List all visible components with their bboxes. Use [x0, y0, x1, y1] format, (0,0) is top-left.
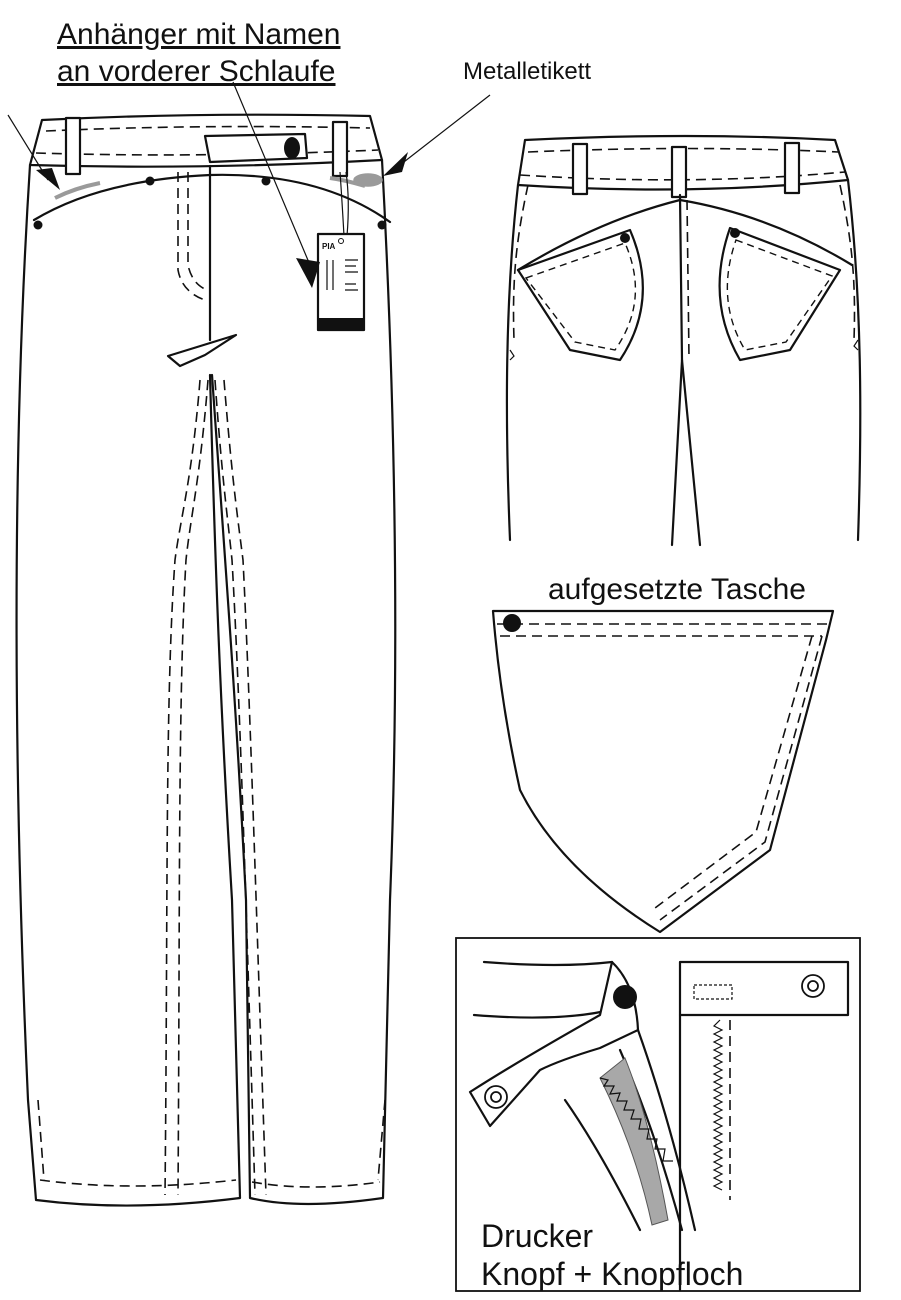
leader-left-arrowhead	[36, 168, 60, 190]
back-center-seam-right	[680, 358, 702, 547]
detail-zigzag	[712, 1019, 724, 1191]
back-side-mark-right	[853, 339, 859, 351]
inseam-stitch-left-2	[177, 379, 209, 1196]
detail-snap-left	[484, 1085, 508, 1109]
back-left-stitch	[512, 184, 529, 341]
detail-box	[455, 937, 861, 1292]
back-side-mark-left	[509, 349, 515, 361]
back-loop-left	[571, 142, 589, 196]
back-center-stitch	[686, 199, 690, 359]
hangtag-string	[339, 171, 345, 237]
metal-label-text: Metalletikett	[463, 58, 592, 85]
detail-label-line2: Knopf + Knopfloch	[481, 1256, 744, 1292]
patch-pocket-stitch-side	[659, 635, 823, 921]
fly-stitch-1	[177, 172, 206, 301]
leader-tag-arrowhead	[296, 258, 320, 288]
back-pocket-left	[516, 228, 644, 362]
belt-loop-left	[64, 116, 82, 176]
detail-band-right	[678, 960, 850, 1017]
patch-pocket-rivet	[503, 614, 521, 632]
back-yoke	[516, 198, 854, 272]
hangtag-string-2	[345, 171, 349, 237]
front-right-leg	[210, 158, 397, 1206]
back-loop-center	[670, 145, 688, 199]
detail-waist-bottom	[472, 1008, 612, 1019]
rivet-4	[377, 220, 387, 230]
hangtag-footer-bar	[318, 318, 364, 330]
back-pocket-right-rivet	[730, 228, 740, 238]
patch-pocket-label: aufgesetzte Tasche	[548, 573, 806, 606]
waistband-button	[284, 137, 300, 159]
inseam-stitch-left	[164, 379, 201, 1196]
front-left-leg	[15, 163, 242, 1207]
back-right-side	[846, 178, 862, 542]
detail-fly-curve-3	[636, 1028, 697, 1232]
rivet-1	[33, 220, 43, 230]
back-right-stitch	[839, 184, 856, 341]
front-pocket-curve	[32, 173, 392, 224]
waistband-stitch-bottom	[35, 149, 379, 156]
detail-zipper-tape	[599, 1057, 669, 1226]
detail-buttonhole	[693, 984, 733, 1000]
back-pocket-left-rivet	[620, 233, 630, 243]
inseam-stitch-right-2	[223, 379, 267, 1196]
back-waistband-stitch-top	[527, 147, 839, 153]
detail-snap-right	[801, 974, 825, 998]
hangtag-mini-jeans	[326, 260, 334, 290]
hangtag	[316, 232, 366, 332]
rivet-2	[145, 176, 155, 186]
back-pocket-left-stitch	[524, 242, 637, 351]
detail-button	[613, 985, 637, 1009]
front-view	[15, 113, 397, 1207]
tag-label-line1: Anhänger mit Namen	[57, 18, 341, 51]
patch-pocket-outline	[491, 609, 835, 934]
crotch-fold	[166, 333, 238, 368]
hangtag-brand: PIA	[322, 242, 336, 251]
back-loop-right	[783, 141, 801, 195]
outseam-hem-left	[37, 1099, 45, 1181]
hangtag-text-lines	[345, 259, 358, 291]
detail-snap-left-inner	[490, 1091, 502, 1103]
leader-tag-line	[232, 81, 311, 266]
detail-fly-curve-1	[563, 1098, 642, 1232]
fly-stitch-2	[187, 172, 208, 291]
waistband-stitch-top	[45, 125, 371, 132]
patch-pocket-view	[491, 609, 835, 934]
back-pocket-right	[718, 226, 842, 362]
hangtag-hole	[338, 238, 344, 244]
leader-metal-arrowhead	[383, 152, 408, 176]
leaders	[7, 81, 491, 288]
detail-snap-right-inner	[807, 980, 819, 992]
patch-pocket-stitch-side2	[654, 635, 813, 909]
back-pocket-right-stitch	[726, 239, 834, 351]
hem-stitch-left	[39, 1179, 237, 1187]
back-view	[505, 134, 862, 547]
hem-stitch-right	[251, 1181, 381, 1188]
metal-label-oval	[353, 173, 383, 187]
waistband-tab	[203, 132, 309, 164]
outseam-hem-right	[377, 1099, 386, 1181]
rivet-3	[261, 176, 271, 186]
detail-zipper-teeth	[599, 1077, 673, 1162]
leader-left-line	[7, 114, 49, 181]
detail-waist-top	[482, 960, 614, 967]
back-center-seam	[670, 193, 684, 547]
gray-pocket-accent-left	[54, 181, 101, 200]
detail-label-line1: Drucker	[481, 1218, 594, 1254]
tag-label-line2: an vorderer Schlaufe	[57, 55, 336, 88]
inseam-stitch-right	[214, 379, 256, 1196]
detail-frame	[455, 937, 861, 1292]
leader-metal-line	[399, 94, 491, 166]
back-left-side	[505, 183, 520, 542]
belt-loop-right	[331, 120, 349, 178]
